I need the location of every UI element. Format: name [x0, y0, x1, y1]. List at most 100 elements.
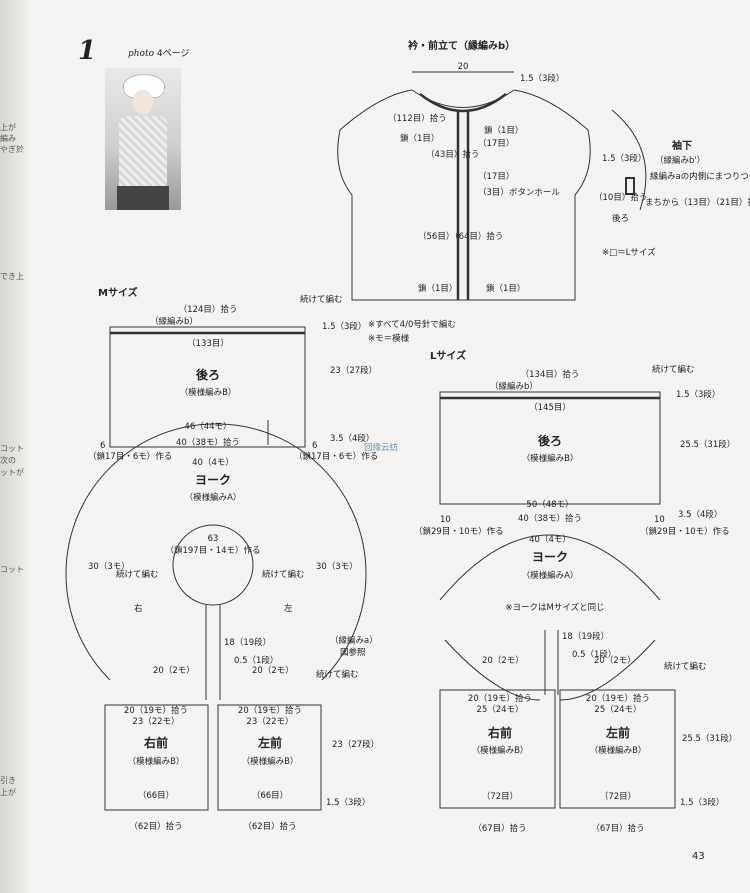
l-gap-rows: 3.5（4段） [678, 510, 723, 520]
edge-fragment: 上が [0, 123, 16, 132]
m-continue3: 続けて編む [316, 670, 359, 680]
photo-word: photo [128, 49, 155, 59]
page-number: 43 [692, 851, 705, 862]
l-left-front [559, 689, 676, 809]
edge-fragment: 上が [0, 788, 16, 797]
m-front-pattern-r: （模様編みB） [241, 757, 299, 767]
sleeve-subtitle: （縁編みb'） [655, 156, 706, 166]
l-right-front [439, 689, 556, 809]
collar-left-chain: 鎖（1目） [400, 134, 440, 144]
m-note-mo: ※モ＝模様 [368, 334, 410, 344]
l-back-stitches: （145目） [529, 403, 571, 413]
m-back-height: 23（27段） [330, 366, 378, 376]
l-front-pattern-l: （模様編みB） [471, 746, 529, 756]
l-continue2: 続けて編む [664, 662, 707, 672]
m-left-word: 左 [284, 604, 293, 614]
m-edging-a-ref: 図参照 [340, 648, 366, 658]
m-back-stitches: （133目） [187, 339, 229, 349]
sleeve-back-label: 後ろ [612, 214, 630, 224]
m-rows-top: 1.5（3段） [322, 322, 367, 332]
edge-fragment: 編み [0, 134, 16, 143]
m-side-right-6: 6 [312, 441, 318, 451]
m-side-right-note: （鎖17目・6モ）作る [294, 452, 379, 462]
buttonhole-note: （3目）ボタンホール [478, 188, 560, 198]
l-tiny-rows: 0.5（1段） [572, 650, 617, 660]
edge-fragment: ットが [0, 468, 24, 477]
m-back-width: 46（44モ） [184, 422, 232, 432]
l-front-width-r: 25（24モ） [594, 705, 642, 715]
edge-fragment: でき上 [0, 272, 24, 281]
m-gap-rows: 3.5（4段） [330, 434, 375, 444]
m-size-heading: Mサイズ [98, 288, 138, 299]
m-side-left-note: （鎖17目・6モ）作る [88, 452, 173, 462]
l-front-height: 25.5（31段） [682, 734, 738, 744]
size-legend: ※□＝Lサイズ [602, 248, 656, 258]
edge-fragment: やぎ於 [0, 145, 24, 154]
m-front-pattern-l: （模様編みB） [127, 757, 185, 767]
left-sleeve-cap [337, 89, 413, 196]
book-spine [0, 0, 28, 893]
m-yoke-top: 40（4モ） [192, 458, 234, 468]
l-yoke-bottom-right: 20（2モ） [594, 656, 636, 666]
l-front-width-l: 25（24モ） [476, 705, 524, 715]
m-note-needle: ※すべて4/0号針で編む [368, 320, 456, 330]
m-side-left-6: 6 [100, 441, 106, 451]
m-yoke-bottom-left: 20（2モ） [153, 666, 195, 676]
m-back-bottom-pick: 40（38モ）拾う [175, 438, 241, 448]
l-yoke-outer [439, 534, 661, 601]
m-front-bottom-rows: 1.5（3段） [326, 798, 371, 808]
pattern-number: 1 [78, 36, 97, 66]
m-front-rows: 18（19段） [224, 638, 272, 648]
bottom-chain-left: 鎖（1目） [418, 284, 458, 294]
collar-right-17: （17目） [478, 139, 515, 149]
l-yoke-bottom-left: 20（2モ） [482, 656, 524, 666]
m-yoke-outer [65, 423, 367, 681]
l-front-pick-l: 20（19モ）拾う [467, 694, 533, 704]
m-left-front [217, 704, 322, 811]
m-bottom-pick-l: （62目）拾う [129, 822, 183, 832]
m-front-height: 23（27段） [332, 740, 380, 750]
m-front-width-r: 23（22モ） [246, 717, 294, 727]
l-front-bottom-rows: 1.5（3段） [680, 798, 725, 808]
garment-outline [351, 195, 576, 301]
l-yoke-note: ※ヨークはMサイズと同じ [505, 603, 605, 613]
l-back-bottom-pick: 40（38モ）拾う [517, 514, 583, 524]
m-yoke-neck [172, 524, 254, 606]
l-side-right-10: 10 [654, 515, 665, 525]
face-shape [133, 90, 153, 114]
m-back-piece [109, 326, 306, 448]
sleeve-rows: 1.5（3段） [602, 154, 647, 164]
sleeve-curve [611, 109, 647, 211]
m-front-stitch-l: （66目） [137, 791, 175, 801]
l-back-height: 25.5（31段） [680, 440, 736, 450]
m-neck-63: 63 [207, 534, 219, 544]
sleeve-pick10: （10目）拾う [594, 193, 648, 203]
l-back-piece [439, 391, 661, 505]
sleeve-edge [625, 177, 635, 195]
m-side-30-left: 30（3モ） [88, 562, 130, 572]
m-right-front [104, 704, 209, 811]
edge-fragment: コット [0, 444, 24, 453]
m-yoke-pattern: （模様編みA） [184, 493, 242, 503]
right-sleeve-cap [513, 89, 591, 196]
m-back-pick: （124目）拾う [178, 305, 238, 315]
m-front-pick-l: 20（19モ）拾う [123, 706, 189, 716]
skirt-shape [117, 186, 169, 210]
edge-fragment: 引き [0, 776, 16, 785]
l-front-pick-r: 20（19モ）拾う [585, 694, 651, 704]
m-edging-a: （縁編みa） [330, 636, 378, 646]
edge-fragment: コット [0, 565, 24, 574]
bottom-chain-right: 鎖（1目） [486, 284, 526, 294]
watermark: 回缘云纺 [364, 443, 399, 453]
m-front-width-l: 23（22モ） [132, 717, 180, 727]
m-right-front: 右前 [143, 736, 169, 750]
collar-top-rows: 1.5（3段） [520, 74, 565, 84]
m-yoke-bottom-right: 20（2モ） [252, 666, 294, 676]
l-size-heading: Lサイズ [430, 351, 467, 362]
l-continue1: 続けて編む [652, 365, 695, 375]
l-front-rows: 18（19段） [562, 632, 610, 642]
l-yoke-top: 40（4モ） [529, 535, 571, 545]
m-continue-right: 続けて編む [262, 570, 305, 580]
m-neck-note: （鎖197目・14モ）作る [165, 546, 261, 556]
neck-inner [419, 93, 507, 113]
